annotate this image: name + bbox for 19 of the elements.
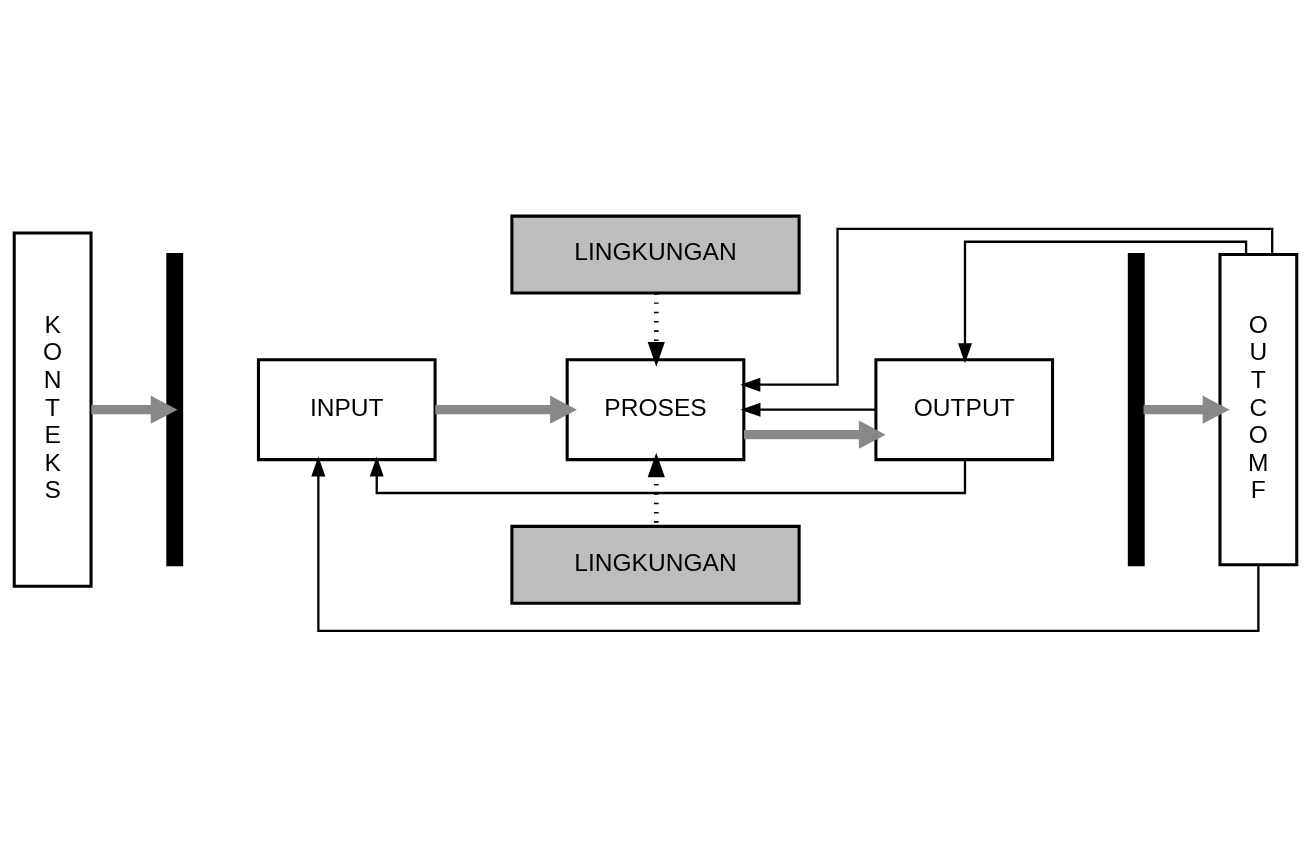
node-bar — [1127, 253, 1145, 567]
node-box: KONTEKS — [12, 231, 93, 588]
arrow — [958, 240, 1248, 364]
arrow — [369, 456, 967, 495]
node-box: OUTPUT — [874, 358, 1055, 462]
node-box: LINGKUNGAN — [510, 524, 801, 605]
arrow — [743, 420, 886, 449]
arrow — [647, 293, 665, 367]
node-box: PROSES — [565, 358, 746, 462]
arrow — [740, 227, 1274, 392]
node-bar — [166, 253, 184, 567]
arrow — [435, 395, 577, 424]
arrow — [740, 402, 876, 417]
node-box: OUTCOMF — [1218, 253, 1299, 567]
arrow — [1143, 395, 1230, 424]
arrow — [311, 456, 1260, 632]
node-box: LINGKUNGAN — [510, 214, 801, 295]
arrow — [91, 395, 178, 424]
node-box: INPUT — [256, 358, 437, 462]
